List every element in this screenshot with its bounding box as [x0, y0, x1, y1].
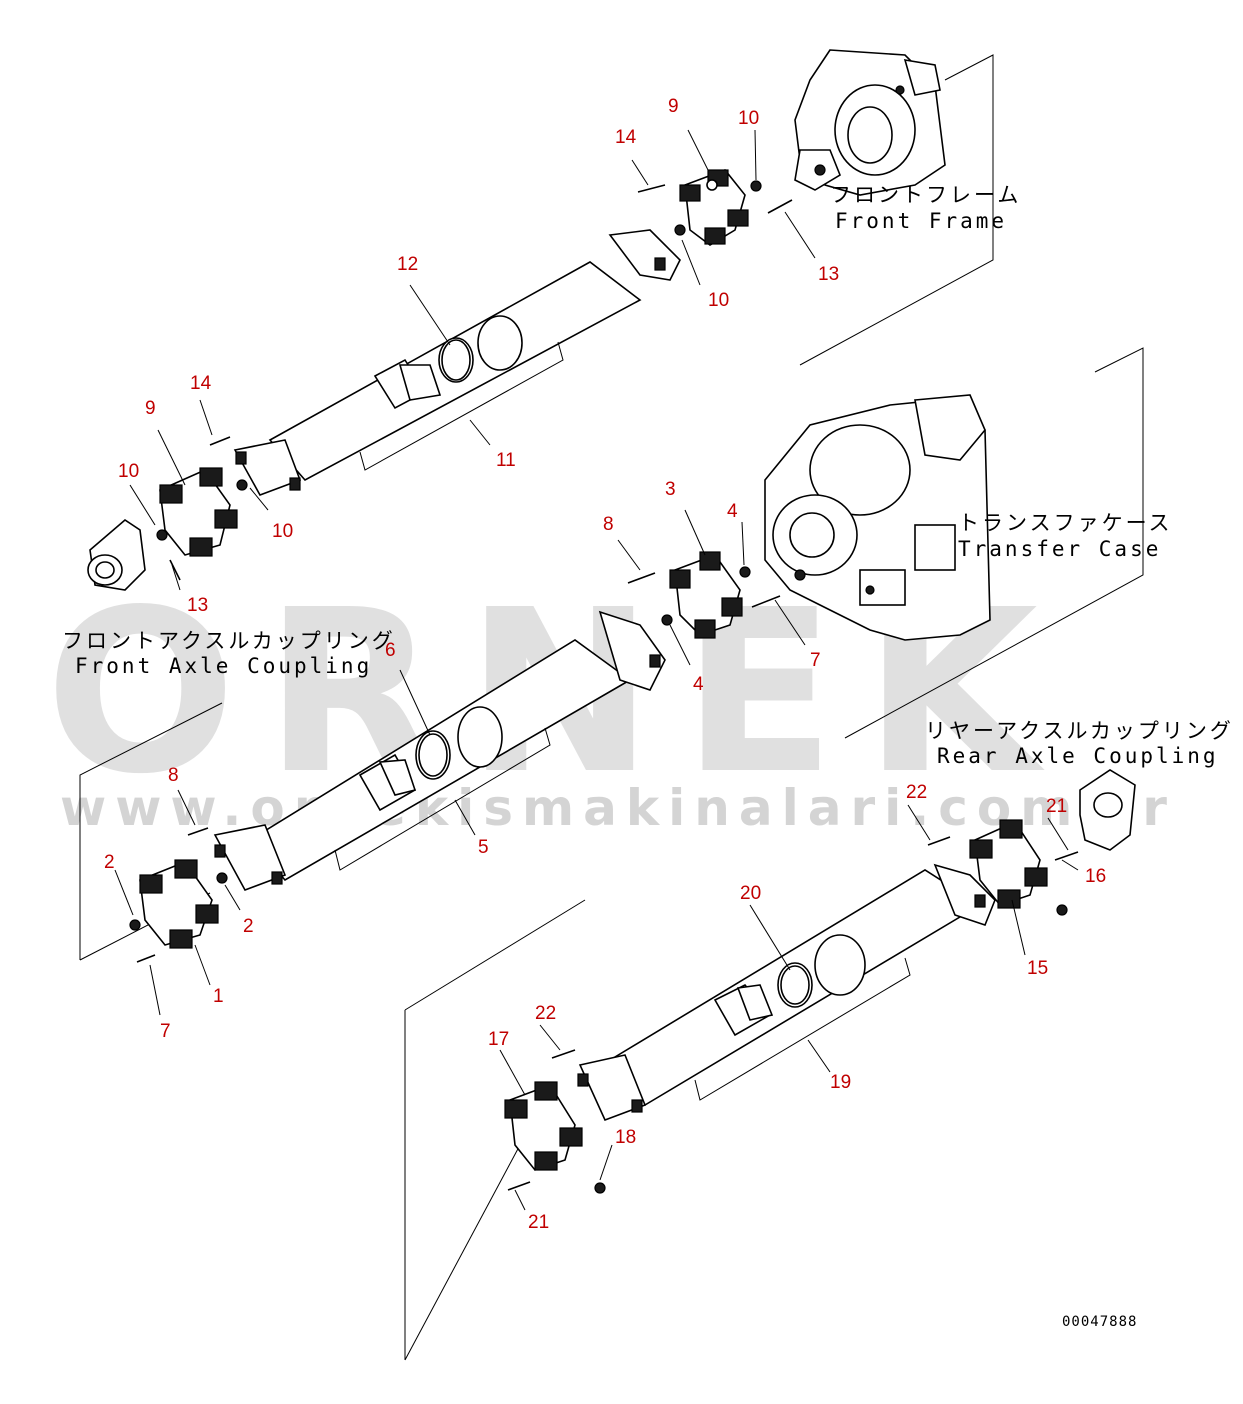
callout-15[interactable]: 15: [1027, 958, 1048, 979]
rear-axle-label-en: Rear Axle Coupling: [937, 744, 1219, 768]
universal-joint-17: [504, 1049, 606, 1194]
front-frame-housing: [794, 49, 946, 196]
callout-14[interactable]: 14: [190, 373, 212, 394]
front-axle-yoke: [87, 518, 146, 591]
transfer-case-label-en: Transfer Case: [958, 537, 1161, 561]
front-axle-label-jp: フロントアクスルカップリング: [62, 629, 396, 653]
callout-21[interactable]: 21: [528, 1212, 549, 1233]
callout-12[interactable]: 12: [397, 254, 418, 275]
callout-3[interactable]: 3: [665, 479, 676, 500]
callout-6[interactable]: 6: [385, 640, 396, 661]
callout-8[interactable]: 8: [603, 514, 614, 535]
universal-joint-1: [129, 827, 228, 963]
callout-11[interactable]: 11: [496, 450, 516, 471]
transfer-case-label-jp: トランスファケース: [958, 511, 1173, 535]
callout-10[interactable]: 10: [272, 521, 293, 542]
callout-10[interactable]: 10: [118, 461, 139, 482]
callout-20[interactable]: 20: [740, 883, 761, 904]
callout-2[interactable]: 2: [243, 916, 254, 937]
front-frame-label-en: Front Frame: [835, 209, 1007, 233]
callout-14[interactable]: 14: [615, 127, 637, 148]
callouts: 9 10 14 10 13 12 11 14 9 10 10 13 3 8 4 …: [104, 96, 1106, 1233]
callout-17[interactable]: 17: [488, 1029, 509, 1050]
callout-10[interactable]: 10: [738, 108, 759, 129]
drawing-code: 00047888: [1062, 1314, 1137, 1330]
rear-axle-label-jp: リヤーアクスルカップリング: [925, 719, 1234, 743]
callout-13[interactable]: 13: [187, 595, 208, 616]
callout-9[interactable]: 9: [668, 96, 679, 117]
universal-joint-9-top: [637, 169, 793, 246]
universal-joint-9-left: [156, 436, 248, 581]
callout-2[interactable]: 2: [104, 852, 115, 873]
callout-22[interactable]: 22: [906, 782, 927, 803]
universal-joint-3: [627, 551, 781, 639]
callout-4[interactable]: 4: [693, 674, 704, 695]
callout-18[interactable]: 18: [615, 1127, 636, 1148]
callout-9[interactable]: 9: [145, 398, 156, 419]
watermark-url: www.ornekismakinalari.com.tr: [60, 779, 1176, 837]
snap-ring-20: [780, 965, 810, 1005]
callout-10[interactable]: 10: [708, 290, 729, 311]
universal-joint-15: [927, 819, 1079, 916]
callout-1[interactable]: 1: [213, 986, 224, 1007]
front-axle-label-en: Front Axle Coupling: [75, 654, 372, 678]
callout-21[interactable]: 21: [1046, 796, 1067, 817]
callout-4[interactable]: 4: [727, 501, 738, 522]
callout-19[interactable]: 19: [830, 1072, 851, 1093]
transfer-case: [764, 394, 991, 641]
leader-lines: [114, 129, 1079, 1211]
callout-7[interactable]: 7: [810, 650, 821, 671]
callout-7[interactable]: 7: [160, 1021, 171, 1042]
callout-8[interactable]: 8: [168, 765, 179, 786]
callout-5[interactable]: 5: [478, 837, 489, 858]
callout-13[interactable]: 13: [818, 264, 839, 285]
snap-ring-6: [418, 733, 448, 777]
front-frame-label-jp: フロントフレーム: [830, 183, 1021, 207]
callout-22[interactable]: 22: [535, 1003, 556, 1024]
rear-axle-yoke: [1079, 769, 1136, 851]
callout-16[interactable]: 16: [1085, 866, 1106, 887]
snap-ring-12: [441, 339, 471, 381]
